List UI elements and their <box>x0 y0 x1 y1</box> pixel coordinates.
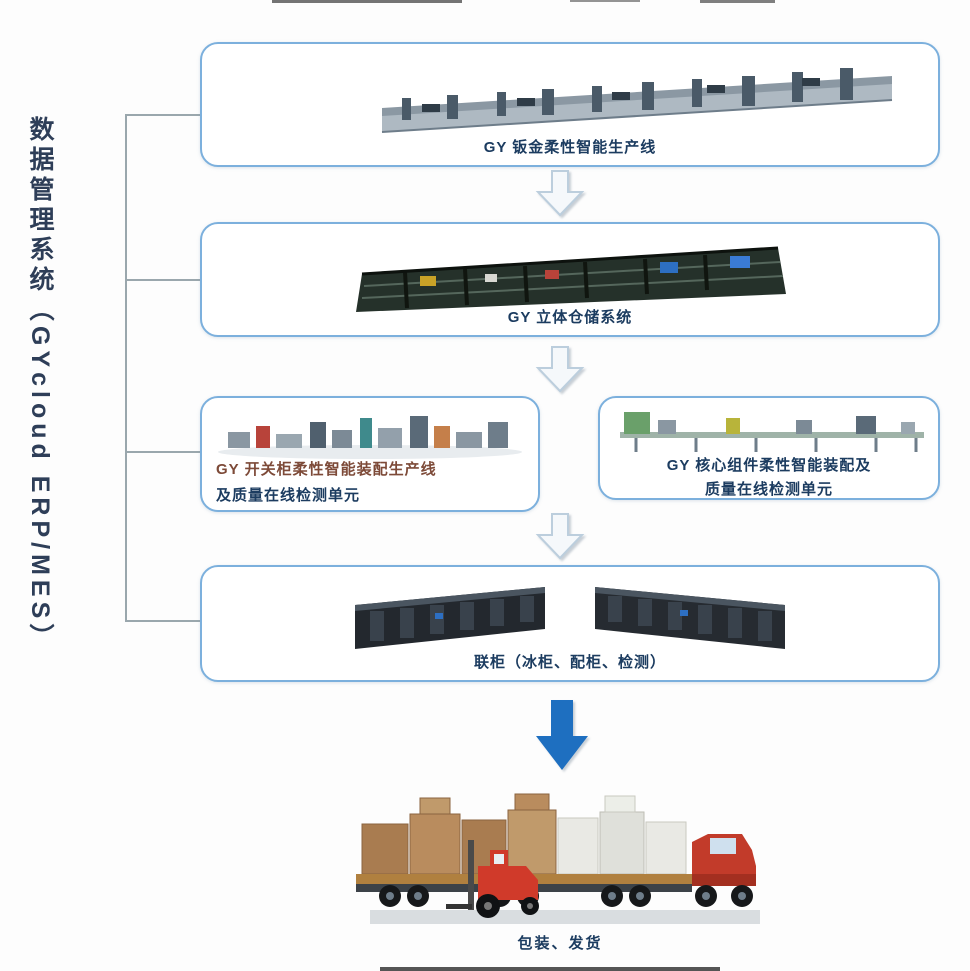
cargo-boxes <box>361 793 687 875</box>
node-combined-cabinet: 联柜（冰柜、配柜、检测） <box>200 565 940 682</box>
connector-stub-switchgear <box>125 451 200 453</box>
scan-artifact <box>700 0 775 3</box>
connector-vertical-line <box>125 114 127 622</box>
sheet-metal-production-line-image <box>381 68 893 133</box>
core-components-label-line2: 质量在线检测单元 <box>704 481 833 498</box>
truck-loading-image <box>356 793 760 924</box>
forklift <box>446 840 539 918</box>
combined-cabinet-label: 联柜（冰柜、配柜、检测） <box>473 654 666 671</box>
shipping-label: 包装、发货 <box>517 935 603 952</box>
node-switchgear-line: GY 开关柜柔性智能装配生产线 及质量在线检测单元 <box>200 396 540 512</box>
scan-artifact <box>380 967 720 971</box>
system-title: 数据管理系统（GYcloud ERP/MES） <box>26 116 54 654</box>
node-warehouse: GY 立体仓储系统 <box>200 222 940 337</box>
connector-stub-sheet-metal <box>125 114 200 116</box>
switchgear-label-line2: 及质量在线检测单元 <box>216 487 361 504</box>
combined-cabinets-image <box>355 587 785 649</box>
switchgear-assembly-line-image <box>218 416 522 459</box>
core-components-assembly-line-image <box>620 412 924 452</box>
node-core-components: GY 核心组件柔性智能装配及 质量在线检测单元 <box>598 396 940 500</box>
down-arrow-icon <box>535 170 585 217</box>
core-components-label-line1: GY 核心组件柔性智能装配及 <box>666 457 872 474</box>
switchgear-label-line1: GY 开关柜柔性智能装配生产线 <box>216 461 437 478</box>
node-sheet-metal-line: GY 钣金柔性智能生产线 <box>200 42 940 167</box>
connector-stub-warehouse <box>125 279 200 281</box>
final-down-arrow-icon <box>536 700 588 770</box>
scan-artifact <box>272 0 462 3</box>
connector-stub-cabinet <box>125 620 200 622</box>
down-arrow-icon <box>535 513 585 560</box>
truck-cab <box>692 834 756 907</box>
down-arrow-icon <box>535 346 585 393</box>
vertical-warehouse-image <box>356 246 786 312</box>
sheet-metal-line-label: GY 钣金柔性智能生产线 <box>483 139 657 156</box>
scan-artifact <box>570 0 640 2</box>
warehouse-label: GY 立体仓储系统 <box>507 309 633 326</box>
